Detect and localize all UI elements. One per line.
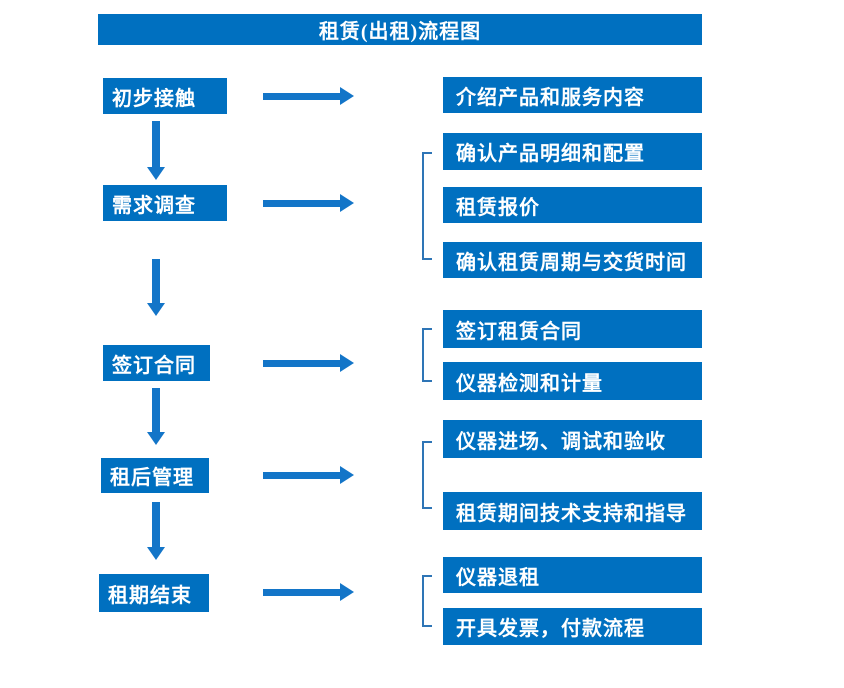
detail-box: 开具发票，付款流程: [443, 608, 702, 645]
arrow-shaft: [263, 472, 340, 479]
arrow-head: [340, 466, 354, 484]
bracket-connector: [422, 441, 432, 509]
arrow-down-icon: [147, 502, 165, 560]
arrow-down-icon: [147, 259, 165, 316]
detail-box: 仪器检测和计量: [443, 362, 702, 400]
arrow-head: [147, 432, 165, 445]
bracket-connector: [422, 328, 432, 382]
bracket-connector: [422, 152, 432, 260]
arrow-head: [147, 547, 165, 560]
arrow-shaft: [263, 360, 340, 367]
detail-box: 仪器进场、调试和验收: [443, 420, 702, 458]
detail-box: 仪器退租: [443, 557, 702, 593]
detail-box: 确认租赁周期与交货时间: [443, 242, 702, 278]
detail-box: 介绍产品和服务内容: [443, 77, 702, 113]
arrow-shaft: [263, 200, 340, 207]
bracket-connector: [422, 575, 432, 627]
step-box-rental-end: 租期结束: [99, 574, 209, 612]
arrow-shaft: [152, 121, 160, 167]
arrow-shaft: [152, 259, 160, 303]
arrow-shaft: [152, 388, 160, 432]
step-box-post-rental-management: 租后管理: [101, 458, 209, 493]
step-box-sign-contract: 签订合同: [103, 345, 210, 381]
arrow-head: [147, 167, 165, 180]
detail-box: 租赁期间技术支持和指导: [443, 492, 702, 530]
arrow-down-icon: [147, 388, 165, 445]
detail-box: 租赁报价: [443, 187, 702, 223]
arrow-right-icon: [263, 87, 354, 105]
detail-box: 签订租赁合同: [443, 310, 702, 348]
arrow-right-icon: [263, 466, 354, 484]
arrow-down-icon: [147, 121, 165, 180]
arrow-right-icon: [263, 194, 354, 212]
flowchart-title: 租赁(出租)流程图: [98, 14, 702, 45]
arrow-right-icon: [263, 354, 354, 372]
arrow-head: [340, 194, 354, 212]
arrow-head: [340, 583, 354, 601]
arrow-head: [340, 354, 354, 372]
arrow-head: [340, 87, 354, 105]
arrow-shaft: [152, 502, 160, 547]
arrow-shaft: [263, 93, 340, 100]
step-box-needs-survey: 需求调查: [103, 185, 227, 221]
detail-box: 确认产品明细和配置: [443, 133, 702, 170]
arrow-head: [147, 303, 165, 316]
step-box-initial-contact: 初步接触: [103, 78, 227, 114]
arrow-shaft: [263, 589, 340, 596]
arrow-right-icon: [263, 583, 354, 601]
